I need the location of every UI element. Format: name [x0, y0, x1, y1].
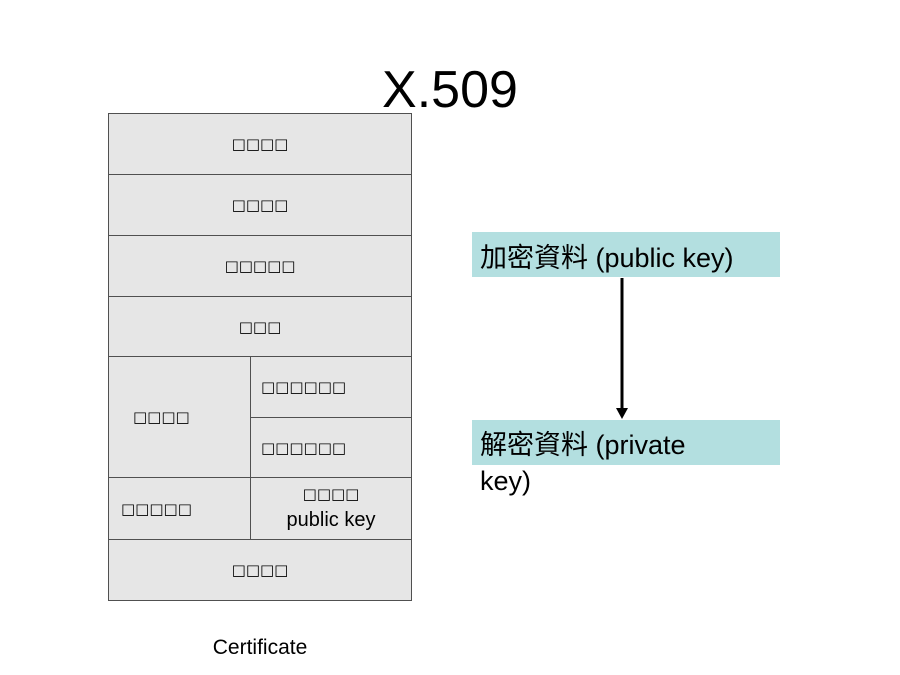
encrypt-label-en: (public key) — [588, 243, 734, 273]
encrypt-label: 加密資料 (public key) — [480, 242, 734, 275]
decrypt-highlight — [472, 420, 780, 465]
cert-split-right-bottom: □□□□□□ — [250, 417, 412, 478]
certificate-caption: Certificate — [212, 636, 308, 659]
decrypt-label-cjk: 解密資料 — [480, 430, 588, 461]
decrypt-label: 解密資料 (private — [480, 429, 686, 462]
cert-field-row-3: □□□□□ — [108, 235, 412, 297]
encrypt-label-cjk: 加密資料 — [480, 243, 588, 274]
cert-split-right-top: □□□□□□ — [250, 356, 412, 418]
cert-public-key-sub: public key — [286, 509, 376, 531]
cert-public-key-cell: □□□□ public key — [250, 477, 412, 540]
cert-key-left: □□□□□ — [108, 477, 251, 540]
flow-arrow-head — [616, 408, 628, 419]
cert-field-row-last: □□□□ — [108, 539, 412, 601]
cert-field-row-4: □□□ — [108, 296, 412, 357]
cert-public-key-label: □□□□ — [302, 485, 360, 503]
page-title: X.509 — [382, 61, 518, 119]
cert-field-row-1: □□□□ — [108, 113, 412, 175]
encrypt-highlight — [472, 232, 780, 277]
decrypt-label-en: (private — [588, 430, 686, 460]
decrypt-label-line2: key) — [480, 466, 532, 496]
